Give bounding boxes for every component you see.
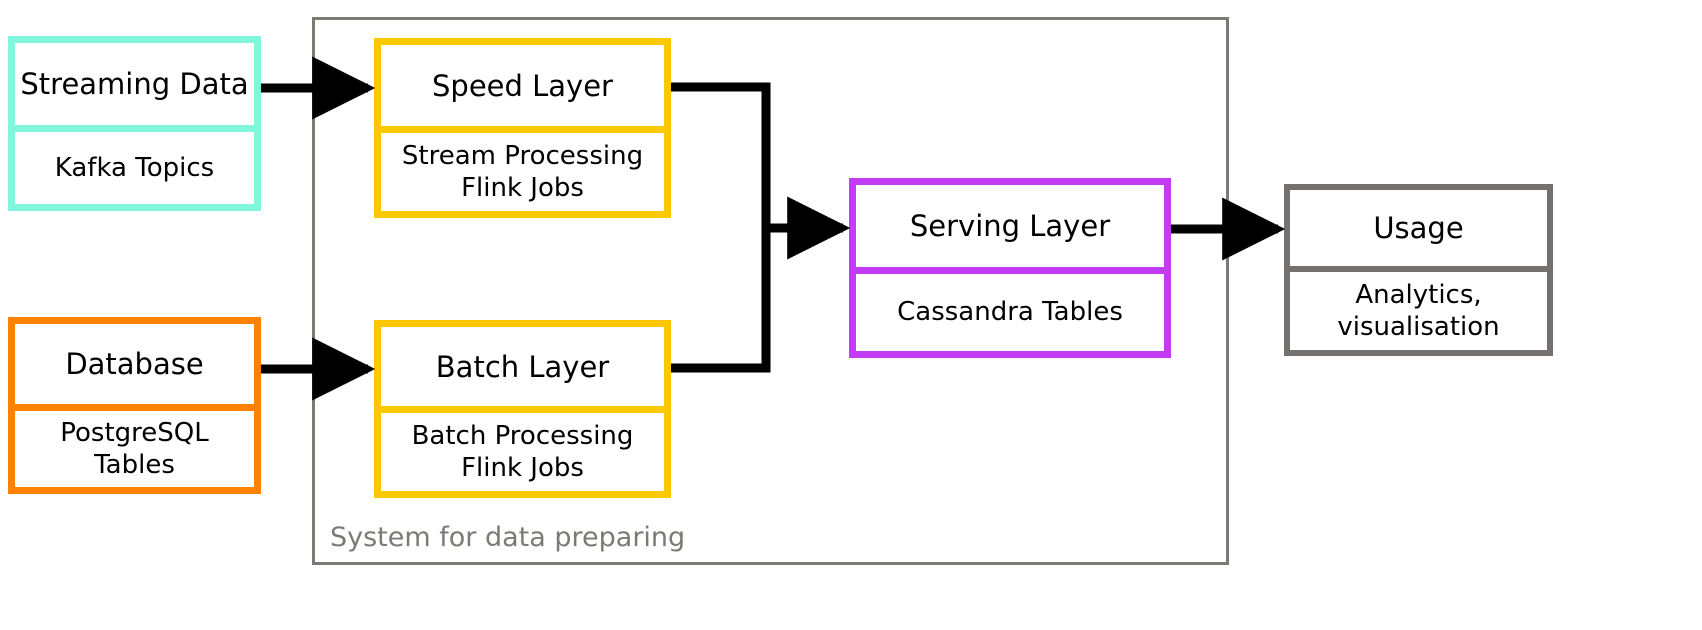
node-batch-layer[interactable]: Batch Layer Batch Processing Flink Jobs [374,320,671,498]
node-database[interactable]: Database PostgreSQL Tables [8,317,261,494]
node-batch-layer-title: Batch Layer [381,327,664,406]
node-batch-layer-subtitle: Batch Processing Flink Jobs [381,413,664,491]
node-streaming-data-title: Streaming Data [15,43,254,125]
node-usage[interactable]: Usage Analytics, visualisation [1284,184,1553,356]
node-streaming-data-subtitle: Kafka Topics [15,132,254,204]
node-usage-subtitle: Analytics, visualisation [1290,272,1547,350]
node-speed-layer-subtitle: Stream Processing Flink Jobs [381,133,664,211]
node-serving-layer-title: Serving Layer [856,185,1164,267]
node-speed-layer-divider [381,126,664,133]
node-database-divider [15,404,254,411]
node-streaming-data[interactable]: Streaming Data Kafka Topics [8,36,261,211]
node-streaming-data-divider [15,125,254,132]
node-speed-layer[interactable]: Speed Layer Stream Processing Flink Jobs [374,38,671,218]
node-database-subtitle: PostgreSQL Tables [15,411,254,487]
node-serving-layer-divider [856,267,1164,274]
node-usage-title: Usage [1290,190,1547,266]
node-serving-layer-subtitle: Cassandra Tables [856,274,1164,351]
node-usage-divider [1290,266,1547,272]
node-speed-layer-title: Speed Layer [381,45,664,126]
system-group-label: System for data preparing [330,522,686,553]
node-database-title: Database [15,324,254,404]
node-batch-layer-divider [381,406,664,413]
system-group-container [312,17,1229,565]
node-serving-layer[interactable]: Serving Layer Cassandra Tables [849,178,1171,358]
